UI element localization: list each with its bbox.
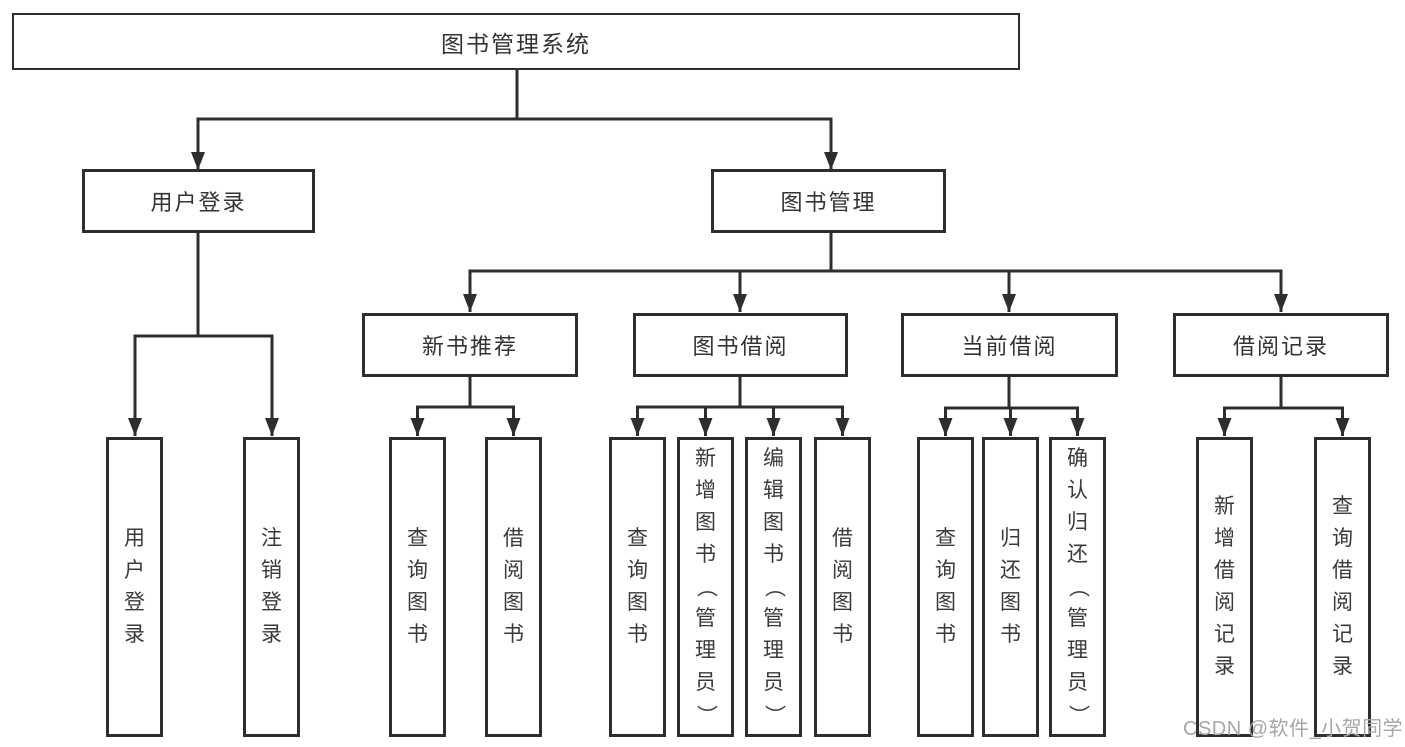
leaf-newbook-borrow-books: 借阅图书 [485, 437, 542, 737]
node-label: 新增图书（管理员） [694, 447, 718, 726]
connector-book-borrow [636, 377, 844, 409]
node-label: 借阅图书 [832, 527, 853, 646]
node-label: 用户登录 [150, 190, 247, 215]
leaf-borrow-borrow-books: 借阅图书 [814, 437, 871, 737]
node-book-borrow: 图书借阅 [633, 313, 848, 377]
leaf-borrow-add-books-admin: 新增图书（管理员） [677, 437, 734, 737]
connector-borrow-records [1223, 377, 1344, 410]
node-label: 查询图书 [935, 527, 956, 646]
node-label: 图书借阅 [692, 334, 789, 359]
node-label: 归还图书 [1000, 527, 1021, 646]
leaf-logout: 注销登录 [243, 437, 300, 737]
leaf-current-confirm-return-admin: 确认归还（管理员） [1049, 437, 1106, 737]
node-label: 编辑图书（管理员） [762, 447, 786, 726]
node-label: 确认归还（管理员） [1066, 447, 1090, 726]
node-label: 图书管理系统 [441, 30, 591, 57]
node-label: 图书管理 [780, 190, 877, 215]
leaf-records-add-record: 新增借阅记录 [1196, 437, 1253, 737]
node-label: 新增借阅记录 [1214, 495, 1235, 678]
node-current-borrow: 当前借阅 [901, 313, 1118, 377]
leaf-user-login: 用户登录 [106, 437, 163, 737]
node-label: 借阅记录 [1232, 334, 1329, 359]
connector-user-login [133, 233, 274, 338]
leaf-newbook-query-books: 查询图书 [389, 437, 446, 737]
leaf-borrow-edit-books-admin: 编辑图书（管理员） [745, 437, 802, 737]
csdn-watermark: CSDN @软件_小贺同学 [1183, 718, 1404, 740]
connector-book-mgmt [468, 233, 1283, 273]
node-label: 新书推荐 [421, 334, 518, 359]
node-label: 查询图书 [407, 527, 428, 646]
node-library-system: 图书管理系统 [12, 13, 1020, 70]
node-new-book-recommend: 新书推荐 [362, 313, 578, 377]
node-label: 注销登录 [261, 527, 282, 646]
leaf-current-query-books: 查询图书 [917, 437, 974, 737]
node-borrow-records: 借阅记录 [1173, 313, 1389, 377]
node-label: 借阅图书 [503, 527, 524, 646]
connector-current-borrow [944, 377, 1079, 410]
leaf-records-query-record: 查询借阅记录 [1314, 437, 1371, 737]
leaf-borrow-query-books: 查询图书 [609, 437, 666, 737]
node-book-management: 图书管理 [711, 169, 946, 233]
node-user-login: 用户登录 [82, 169, 315, 233]
connector-new-book [416, 377, 515, 409]
node-label: 当前借阅 [961, 334, 1058, 359]
connector-root [196, 70, 833, 121]
node-label: 用户登录 [124, 527, 145, 646]
leaf-current-return-books: 归还图书 [982, 437, 1039, 737]
node-label: 查询借阅记录 [1332, 495, 1353, 678]
node-label: 查询图书 [627, 527, 648, 646]
